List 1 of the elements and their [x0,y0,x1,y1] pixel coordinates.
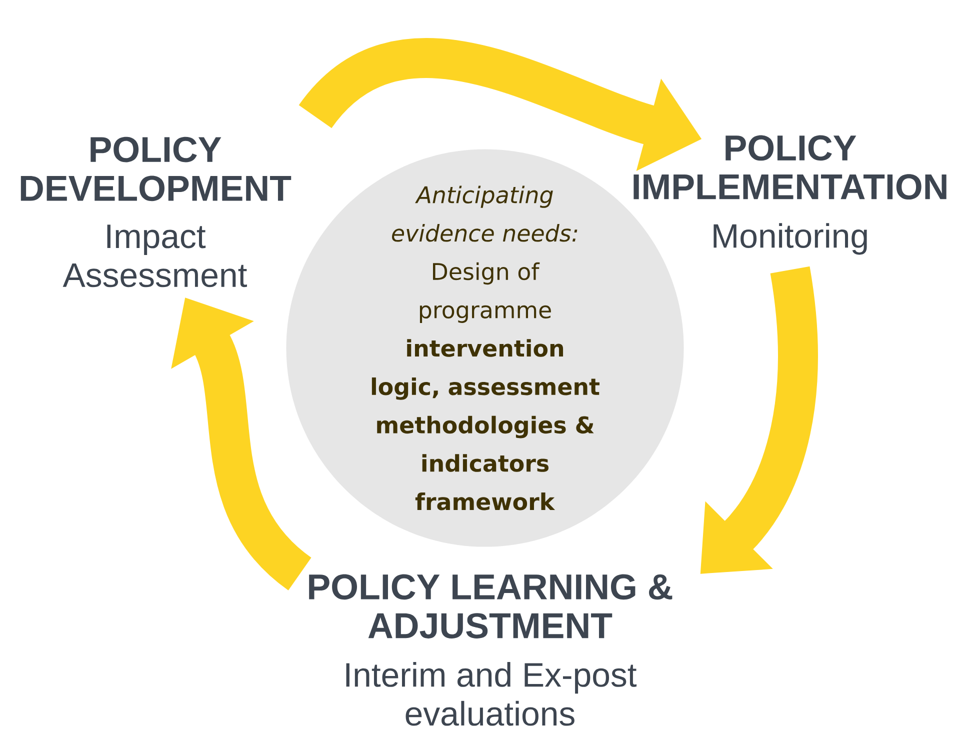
stage-label: POLICY LEARNING & ADJUSTMENT Interim and Ex-post evaluations [309,574,672,726]
